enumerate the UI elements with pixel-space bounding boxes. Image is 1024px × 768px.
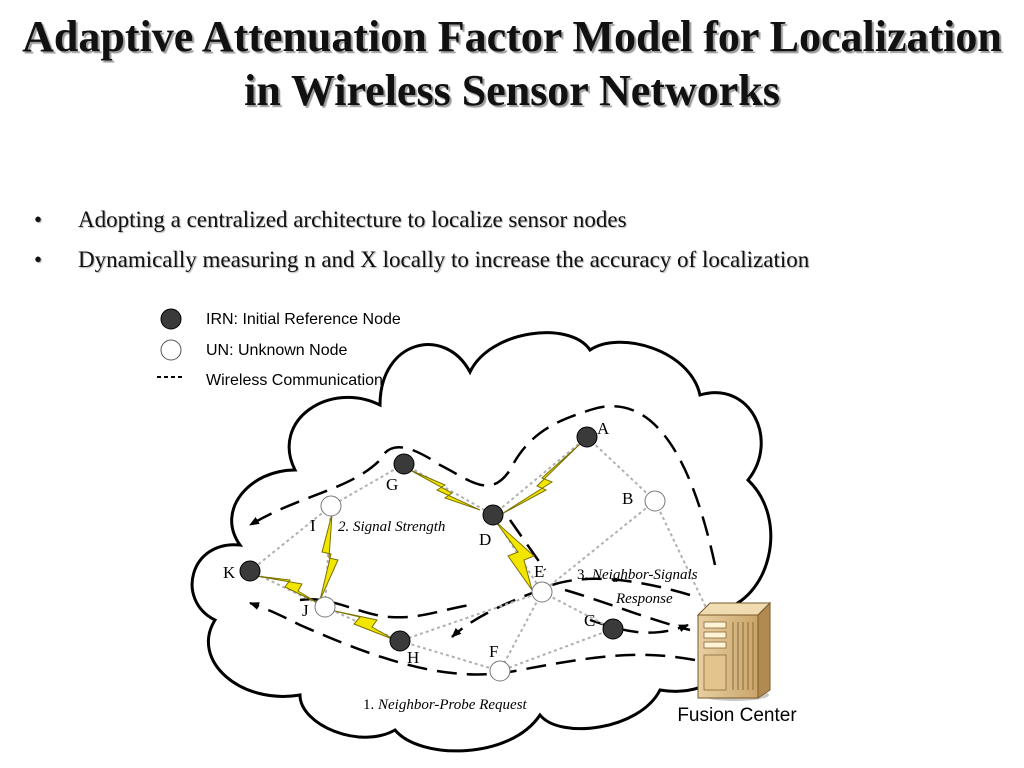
response-label-line2: Response xyxy=(615,591,673,607)
node-label-k: K xyxy=(223,563,236,582)
fusion-center-label: Fusion Center xyxy=(677,705,797,726)
nodes xyxy=(239,426,666,682)
node-k xyxy=(239,560,261,582)
node-b xyxy=(644,490,666,512)
fusion-center-server-icon xyxy=(696,601,772,701)
node-c xyxy=(602,618,624,640)
bullet-text: Dynamically measuring n and X locally to… xyxy=(78,247,810,272)
lightning-g-d-icon xyxy=(409,469,481,511)
bullet-item: • Dynamically measuring n and X locally t… xyxy=(30,240,1020,280)
annotations: 2. Signal Strength 3. Neighbor-Signals R… xyxy=(338,519,698,713)
response-path-c xyxy=(589,618,689,634)
response-label-line1: 3. Neighbor-Signals xyxy=(577,567,698,583)
bullet-dot-icon: • xyxy=(34,207,43,232)
node-labels: A B C D E F G H I J K xyxy=(223,419,633,667)
probe-path-upper xyxy=(249,404,717,566)
node-label-c: C xyxy=(584,611,595,630)
legend: IRN: Initial Reference Node UN: Unknown … xyxy=(157,308,401,389)
bullet-text: Adopting a centralized architecture to l… xyxy=(78,207,627,232)
node-label-b: B xyxy=(622,489,633,508)
probe-request-label: 1. Neighbor-Probe Request xyxy=(363,697,528,713)
node-a xyxy=(576,426,598,448)
path-e-fc xyxy=(564,588,691,632)
signal-strength-bolts xyxy=(255,443,581,641)
node-label-d: D xyxy=(479,530,491,549)
irn-legend-icon xyxy=(160,308,182,330)
signal-strength-label: 2. Signal Strength xyxy=(338,519,445,535)
un-legend-icon xyxy=(160,339,182,361)
node-h xyxy=(389,630,411,652)
node-label-a: A xyxy=(597,419,610,438)
node-label-e: E xyxy=(534,562,544,581)
node-e xyxy=(531,581,553,603)
legend-un-label: UN: Unknown Node xyxy=(206,342,348,359)
node-f xyxy=(489,660,511,682)
node-d xyxy=(482,504,504,526)
signal-path-j-h xyxy=(299,597,471,619)
node-g xyxy=(393,453,415,475)
node-label-g: G xyxy=(386,475,398,494)
bullet-item: • Adopting a centralized architecture to … xyxy=(30,200,1020,240)
node-label-j: J xyxy=(302,601,309,620)
page-title: Adaptive Attenuation Factor Model for Lo… xyxy=(22,12,1002,115)
path-d-e xyxy=(508,519,547,571)
node-i xyxy=(320,495,342,517)
node-label-i: I xyxy=(310,516,316,535)
probe-path-lower xyxy=(249,601,696,676)
node-label-f: F xyxy=(489,642,498,661)
legend-wireless-label: Wireless Communication xyxy=(206,372,383,389)
node-j xyxy=(314,596,336,618)
bullet-dot-icon: • xyxy=(34,247,43,272)
legend-irn-label: IRN: Initial Reference Node xyxy=(206,311,401,328)
bullet-list: • Adopting a centralized architecture to … xyxy=(30,200,1020,280)
node-label-h: H xyxy=(407,648,419,667)
